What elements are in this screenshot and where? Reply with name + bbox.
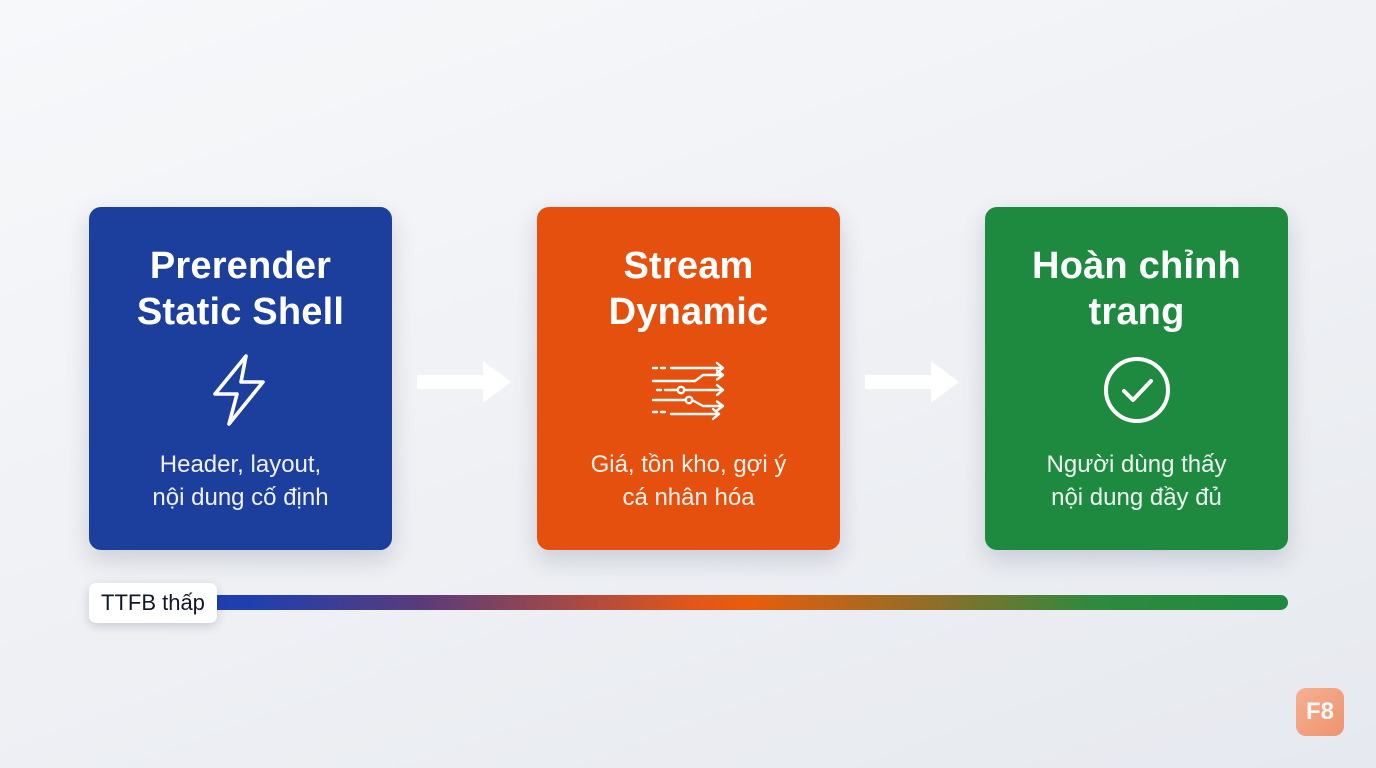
step-title: Stream Dynamic: [537, 243, 840, 335]
step-card-stream: Stream Dynamic Giá, tồn kho, gợi ý cá nh…: [537, 207, 840, 550]
f8-logo: F8: [1296, 688, 1344, 736]
step-description: Giá, tồn kho, gợi ý cá nhân hóa: [537, 448, 840, 514]
step-title-line: Stream: [623, 245, 754, 287]
arrow-right-icon: [865, 361, 961, 403]
step-desc-line: nội dung đầy đủ: [1051, 484, 1222, 511]
step-title: Prerender Static Shell: [89, 243, 392, 335]
ttfb-label-badge: TTFB thấp: [89, 583, 217, 623]
step-title-line: trang: [1088, 291, 1185, 333]
step-description: Người dùng thấy nội dung đầy đủ: [985, 448, 1288, 514]
step-title-line: Prerender: [149, 245, 332, 287]
step-title: Hoàn chỉnh trang: [985, 243, 1288, 335]
step-card-complete: Hoàn chỉnh trang Người dùng thấy nội dun…: [985, 207, 1288, 550]
step-title-line: Static Shell: [136, 291, 345, 333]
check-circle-icon: [1099, 352, 1175, 428]
step-title-line: Hoàn chỉnh: [1032, 245, 1241, 287]
step-card-prerender: Prerender Static Shell Header, layout, n…: [89, 207, 392, 550]
streaming-arrows-icon: [651, 352, 727, 428]
timeline-progress-bar: [208, 595, 1288, 610]
step-title-line: Dynamic: [608, 291, 769, 333]
step-desc-line: Giá, tồn kho, gợi ý: [590, 451, 787, 478]
lightning-icon: [203, 352, 279, 428]
step-description: Header, layout, nội dung cố định: [89, 448, 392, 514]
arrow-right-icon: [417, 361, 513, 403]
step-desc-line: cá nhân hóa: [622, 484, 755, 511]
step-desc-line: Header, layout,: [159, 451, 322, 478]
step-desc-line: Người dùng thấy: [1046, 451, 1227, 478]
step-desc-line: nội dung cố định: [152, 484, 329, 511]
